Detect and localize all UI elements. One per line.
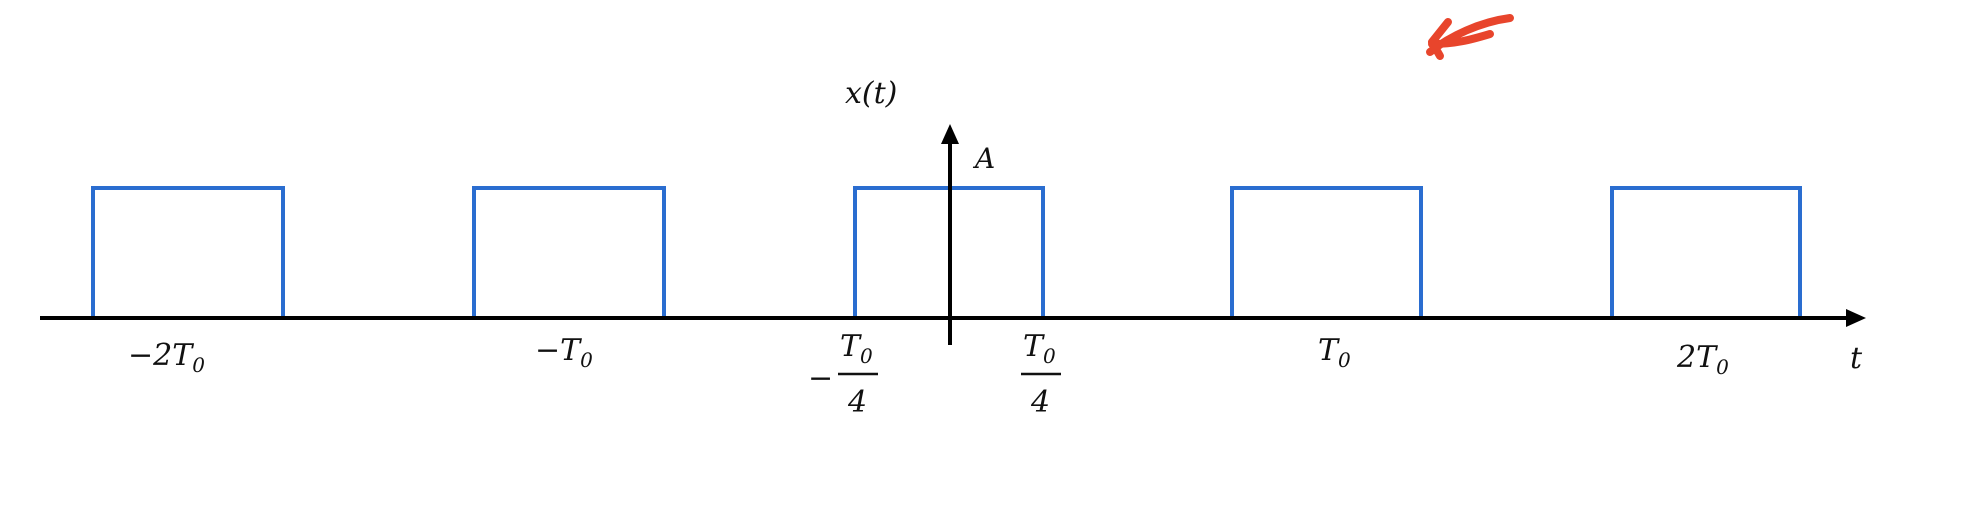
tick-coef: 2 — [152, 338, 172, 373]
tick-label-minus-T0-over-4: − T0 4 — [808, 329, 878, 420]
tick-label-minus-T0: −T0 — [535, 333, 593, 372]
pen-annotation-arrow — [1426, 14, 1514, 60]
fraction-denominator: 4 — [847, 385, 867, 420]
tick-label-T0: T0 — [1318, 333, 1351, 372]
pulse — [1230, 186, 1423, 318]
tick-label-T0-over-4: T0 4 — [1021, 329, 1061, 420]
tick-symbol: T — [1023, 329, 1045, 364]
tick-subscript: 0 — [192, 353, 205, 377]
signal-label: x(t) — [845, 76, 897, 111]
pulse — [472, 186, 666, 318]
pulse — [1610, 186, 1802, 318]
tick-sign: − — [808, 361, 833, 396]
vertical-axis-arrowhead — [941, 124, 959, 144]
tick-symbol: T — [1696, 340, 1718, 375]
tick-symbol: T — [560, 333, 582, 368]
tick-symbol: T — [1318, 333, 1340, 368]
tick-coef: 2 — [1676, 340, 1696, 375]
tick-subscript: 0 — [860, 344, 873, 368]
tick-sign: − — [535, 333, 560, 368]
pulse — [91, 186, 285, 318]
tick-subscript: 0 — [1716, 355, 1729, 379]
t-axis-arrowhead — [1846, 309, 1866, 327]
tick-subscript: 0 — [1043, 344, 1056, 368]
fraction-numerator: T0 — [840, 329, 873, 368]
amplitude-label: A — [972, 142, 995, 175]
t-axis-label: t — [1850, 341, 1863, 376]
t-axis — [40, 309, 1866, 327]
fraction-denominator: 4 — [1030, 385, 1050, 420]
pulse-train — [91, 186, 1802, 318]
tick-label-minus-2T0: −2T0 — [128, 338, 205, 377]
tick-sign: − — [128, 338, 153, 373]
fraction-numerator: T0 — [1023, 329, 1056, 368]
x-axis-vertical — [941, 124, 959, 345]
tick-symbol: T — [840, 329, 862, 364]
tick-symbol: T — [172, 338, 194, 373]
tick-label-2T0: 2T0 — [1676, 340, 1729, 379]
tick-subscript: 0 — [580, 348, 593, 372]
tick-subscript: 0 — [1338, 348, 1351, 372]
